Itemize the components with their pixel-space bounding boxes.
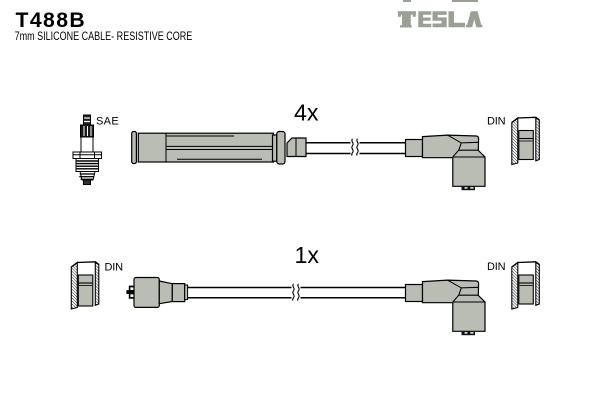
svg-text:DIN: DIN: [105, 262, 124, 274]
svg-text:1x: 1x: [295, 242, 320, 268]
svg-text:7mm SILICONE CABLE- RESISTIVE: 7mm SILICONE CABLE- RESISTIVE CORE: [15, 31, 193, 43]
svg-text:DIN: DIN: [487, 116, 506, 128]
svg-text:4x: 4x: [294, 99, 319, 125]
svg-text:T488B: T488B: [16, 9, 87, 32]
svg-text:SAE: SAE: [96, 116, 119, 128]
svg-text:DIN: DIN: [487, 261, 506, 273]
